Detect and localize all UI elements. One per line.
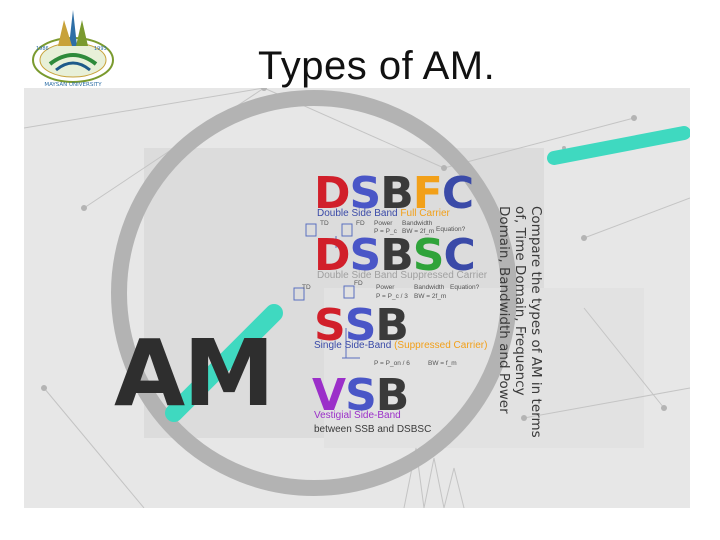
dsbsc-letter: D bbox=[314, 230, 351, 281]
dsbfc-heading: DSBFC bbox=[314, 168, 474, 219]
vsb-note: between SSB and DSBSC bbox=[314, 424, 432, 435]
dsbsc-label-power: Power bbox=[376, 284, 395, 291]
logo-emblem-icon: 1986 1993 MAYSAN UNIVERSITY bbox=[32, 10, 114, 88]
dsbsc-power-eq: P = P_c / 3 bbox=[376, 293, 408, 300]
dsbsc-equation: Equation? bbox=[450, 284, 480, 291]
dsbsc-subtitle: Double Side Band Suppressed Carrier bbox=[317, 270, 487, 281]
dsbsc-label-td: TD bbox=[302, 284, 311, 291]
dsbsc-label-fd: FD bbox=[354, 280, 363, 287]
am-types-image: AM DSBFC Double Side Band Full Carrier T… bbox=[24, 88, 690, 508]
ssb-subtitle: Single Side-Band (Suppressed Carrier) bbox=[314, 340, 487, 351]
dsbfc-label-td: TD bbox=[320, 220, 329, 227]
ssb-subtitle-part2: (Suppressed Carrier) bbox=[394, 340, 488, 351]
dsbsc-heading: DSBSC bbox=[314, 230, 476, 281]
vsb-letter: B bbox=[375, 370, 410, 421]
dsbfc-label-fd: FD bbox=[356, 220, 365, 227]
dsbfc-equation: Equation? bbox=[436, 226, 466, 233]
vsb-letter: S bbox=[345, 370, 377, 421]
dsbsc-subtitle-part1: Double Side Band bbox=[317, 270, 401, 281]
ssb-letter: S bbox=[344, 300, 377, 351]
dsbfc-label-power: Power bbox=[374, 220, 393, 227]
compare-question-line3: Domain, Bandwidth and Power bbox=[496, 206, 512, 414]
dsbfc-letter: B bbox=[380, 168, 414, 219]
dsbfc-subtitle-part1: Double Side Band bbox=[317, 208, 401, 219]
vsb-heading: VSB bbox=[312, 370, 410, 421]
ssb-letter: S bbox=[314, 300, 346, 351]
logo-year-left: 1986 bbox=[36, 46, 49, 52]
dsbfc-label-bandwidth: Bandwidth bbox=[402, 220, 433, 227]
dsbsc-letter: S bbox=[412, 230, 445, 281]
compare-question: Compare the types of AM in terms of, Tim… bbox=[496, 206, 544, 438]
logo-university-name: MAYSAN UNIVERSITY bbox=[44, 82, 102, 88]
vsb-letter: V bbox=[312, 370, 346, 421]
dsbfc-letter: C bbox=[441, 168, 474, 219]
compare-question-line1: Compare the types of AM in terms bbox=[528, 206, 544, 438]
dsbfc-letter: D bbox=[314, 168, 351, 219]
dsbsc-letter: C bbox=[443, 230, 475, 281]
dsbsc-subtitle-part2: Suppressed Carrier bbox=[400, 270, 488, 281]
ssb-power-eq: P = P_on / 6 bbox=[374, 360, 410, 367]
logo-year-right: 1993 bbox=[94, 46, 107, 52]
dsbsc-bw-eq: BW = 2f_m bbox=[414, 293, 447, 300]
ssb-heading: SSB bbox=[314, 300, 409, 351]
ssb-letter: B bbox=[375, 300, 409, 351]
ssb-bw-eq: BW = f_m bbox=[428, 360, 457, 367]
dsbfc-subtitle: Double Side Band Full Carrier bbox=[317, 208, 450, 219]
am-heading: AM bbox=[114, 320, 275, 427]
university-logo: 1986 1993 MAYSAN UNIVERSITY bbox=[28, 6, 118, 90]
vsb-subtitle: Vestigial Side-Band bbox=[314, 410, 401, 421]
dsbsc-label-bandwidth: Bandwidth bbox=[414, 284, 445, 291]
ssb-subtitle-part1: Single Side-Band bbox=[314, 340, 395, 351]
slide-title: Types of AM. bbox=[258, 44, 496, 88]
image-background bbox=[24, 88, 690, 508]
dsbfc-subtitle-part2: Full Carrier bbox=[400, 208, 450, 219]
dsbfc-bw-eq: BW = 2f_m bbox=[402, 228, 435, 235]
compare-question-line2: of, Time Domain, Frequency bbox=[512, 206, 528, 396]
dsbsc-letter: S bbox=[349, 230, 382, 281]
dsbfc-power-eq: P = P_c bbox=[374, 228, 397, 235]
dsbfc-letter: F bbox=[412, 168, 443, 219]
dsbfc-letter: S bbox=[349, 168, 382, 219]
dsbsc-letter: B bbox=[380, 230, 414, 281]
